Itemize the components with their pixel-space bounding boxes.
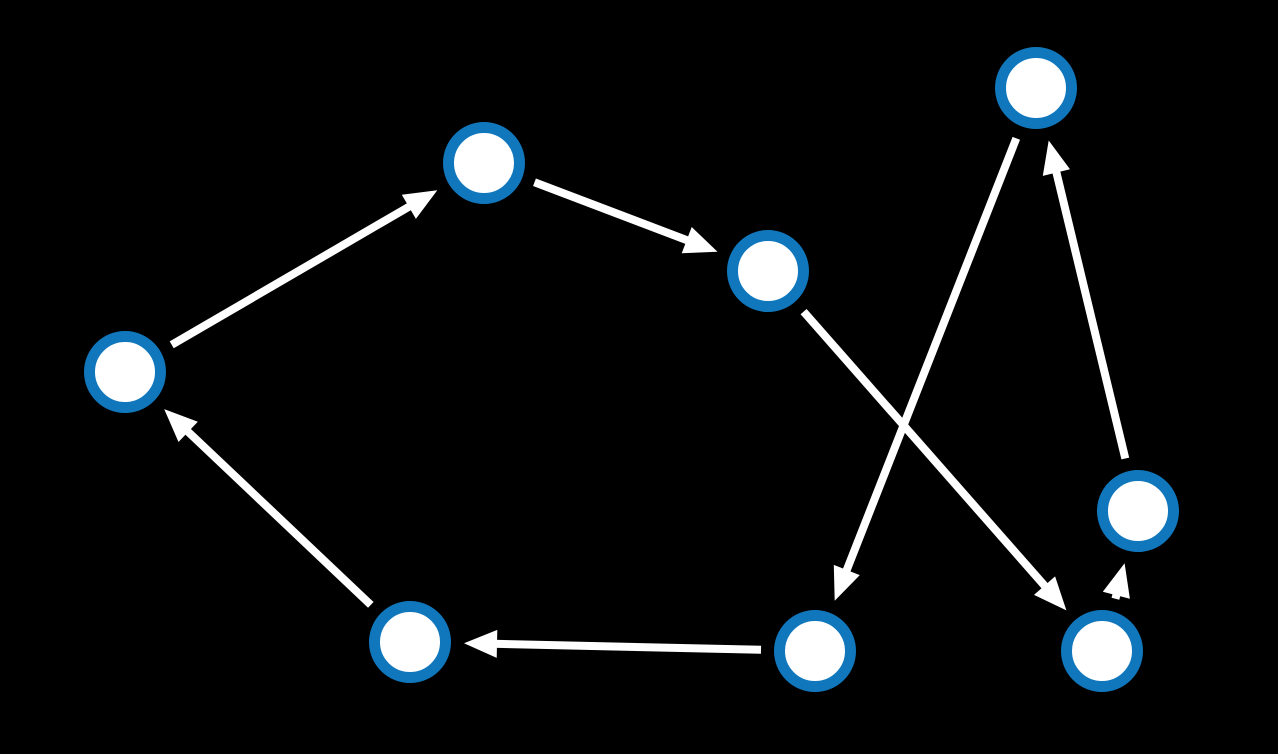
node-bottom-left[interactable] [369, 601, 451, 683]
edge-arrowhead [164, 409, 198, 442]
edge-arrowhead [681, 227, 718, 254]
node-bottom-center[interactable] [774, 610, 856, 692]
edge-arrowhead [1042, 140, 1070, 176]
edge-line [182, 426, 374, 608]
node-top-middle[interactable] [443, 122, 525, 204]
node-top-right[interactable] [995, 47, 1077, 129]
edge-node-bottom-left-to-node-left [164, 409, 374, 608]
node-right[interactable] [1097, 470, 1179, 552]
edge-node-bottom-center-to-node-bottom-left [464, 629, 762, 658]
edge-line [492, 639, 762, 654]
node-center[interactable] [727, 230, 809, 312]
edge-arrowhead [464, 629, 498, 658]
edge-node-left-to-node-top-middle [169, 190, 438, 349]
edge-arrowhead [1102, 563, 1130, 599]
edge-node-top-right-to-node-bottom-center [833, 136, 1021, 601]
edge-node-bottom-right-to-node-right [1102, 563, 1130, 600]
edge-node-top-middle-to-node-center [533, 178, 718, 254]
edge-line [800, 308, 1051, 592]
edge-arrowhead [833, 564, 860, 601]
node-bottom-right[interactable] [1061, 610, 1143, 692]
edge-node-center-to-node-bottom-right [800, 308, 1067, 611]
edge-arrowhead [401, 190, 438, 219]
edge-line [169, 201, 415, 349]
node-left[interactable] [84, 331, 166, 413]
edge-node-right-to-node-top-right [1042, 140, 1130, 460]
edge-line [1051, 167, 1130, 460]
edge-line [841, 136, 1021, 576]
edge-arrowhead [1034, 576, 1067, 611]
edge-line [533, 178, 692, 246]
